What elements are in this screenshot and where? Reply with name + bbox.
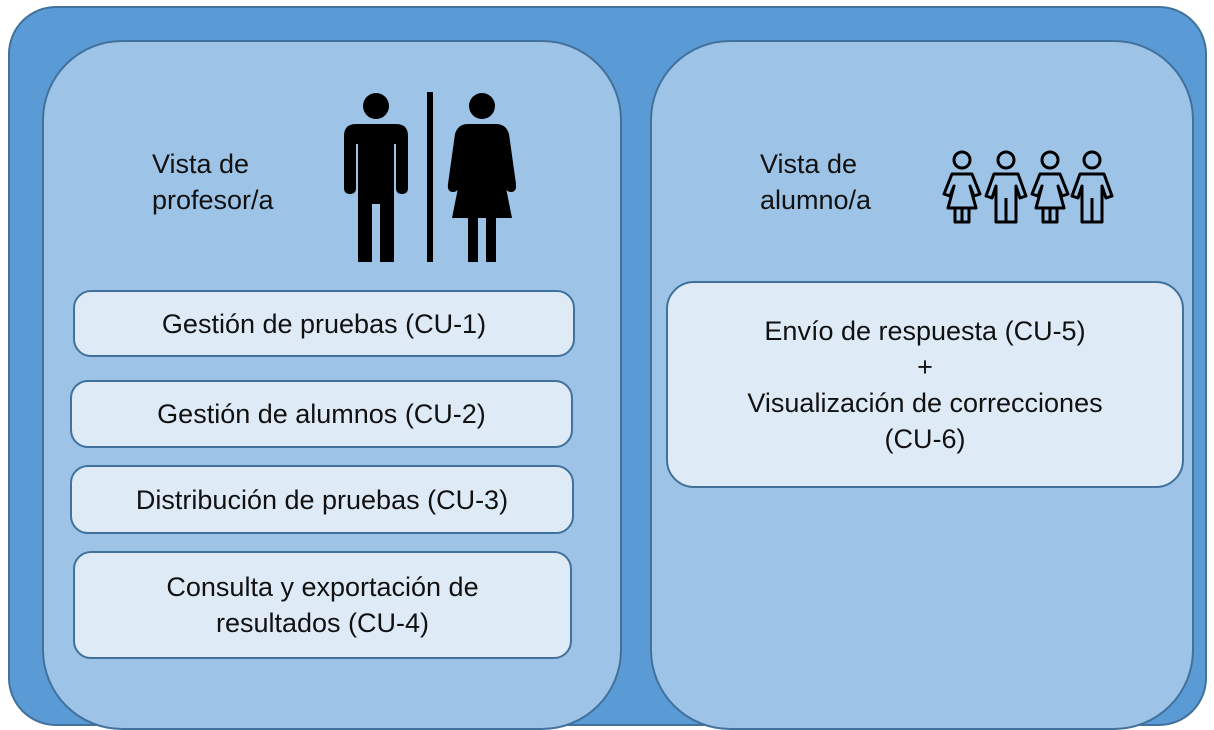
consulta-exportacion-line2: resultados (CU-4)	[215, 608, 430, 638]
alumno-label-line1: Vista de	[760, 149, 858, 179]
group-of-children-icon	[942, 150, 1114, 224]
man-woman-restroom-icon	[344, 92, 516, 262]
visualizacion-correcciones-text: Visualización de correcciones	[747, 387, 1103, 418]
gestion-pruebas-text: Gestión de pruebas (CU-1)	[161, 308, 487, 339]
envio-visualizacion-box: Envío de respuesta (CU-5) + Visualizació…	[666, 281, 1184, 488]
cu6-text: (CU-6)	[884, 423, 966, 454]
plus-text: +	[917, 351, 933, 382]
gestion-pruebas-box: Gestión de pruebas (CU-1)	[73, 290, 575, 357]
distribucion-pruebas-text: Distribución de pruebas (CU-3)	[135, 484, 509, 515]
consulta-exportacion-box: Consulta y exportación de resultados (CU…	[73, 551, 572, 659]
alumno-label-line2: alumno/a	[760, 185, 872, 215]
profesor-view-label: Vista de profesor/a	[152, 146, 274, 218]
gestion-alumnos-text: Gestión de alumnos (CU-2)	[157, 399, 486, 429]
distribucion-pruebas-box: Distribución de pruebas (CU-3)	[70, 465, 574, 534]
profesor-label-line1: Vista de	[152, 149, 250, 179]
consulta-exportacion-line1: Consulta y exportación de	[166, 572, 479, 602]
profesor-label-line2: profesor/a	[152, 185, 274, 215]
envio-respuesta-text: Envío de respuesta (CU-5)	[764, 315, 1086, 346]
alumno-view-label: Vista de alumno/a	[760, 146, 871, 218]
gestion-alumnos-box: Gestión de alumnos (CU-2)	[70, 380, 573, 448]
